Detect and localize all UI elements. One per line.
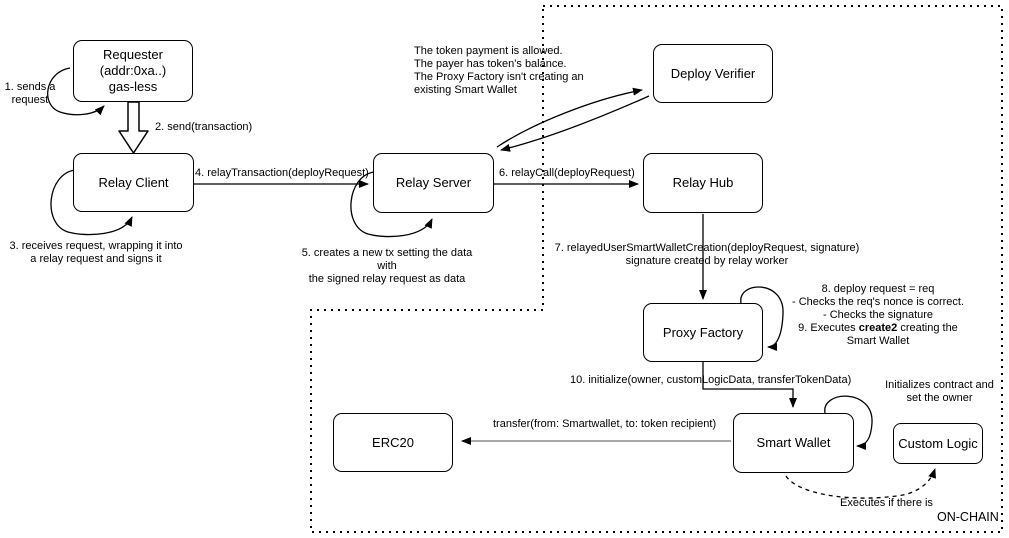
label-initializes-note: Initializes contract and set the owner — [885, 379, 994, 404]
label-step7: 7. relayedUserSmartWalletCreation(deploy… — [554, 242, 860, 267]
step9-prefix: 9. Executes — [798, 322, 859, 334]
node-smart-wallet: Smart Wallet — [733, 413, 854, 473]
arrow-verifier-to-server — [500, 95, 650, 152]
self-loop-relay-client — [50, 169, 133, 236]
label-onchain: ON-CHAIN — [937, 510, 999, 524]
node-requester: Requester (addr:0xa..) gas-less — [73, 40, 193, 102]
step9-suffix: creating the — [897, 322, 958, 334]
label-step2: 2. send(transaction) — [155, 121, 253, 133]
note-line: - Checks the req's nonce is correct. — [791, 296, 965, 308]
self-loop-requester — [47, 67, 105, 116]
node-relay-hub: Relay Hub — [643, 153, 763, 213]
node-proxy-factory: Proxy Factory — [643, 303, 763, 362]
label-step3: 3. receives request, wrapping it into a … — [9, 240, 183, 265]
node-relay-client: Relay Client — [73, 153, 194, 212]
arrow-initialize — [702, 362, 797, 408]
label-step10: 10. initialize(owner, customLogicData, t… — [570, 374, 852, 386]
self-loop-proxy-factory — [740, 286, 784, 351]
self-loop-smart-wallet — [824, 395, 873, 450]
label-step5: 5. creates a new tx setting the data wit… — [301, 247, 473, 285]
arrow-server-to-verifier — [496, 87, 643, 148]
arrow-executes-custom-logic — [785, 468, 936, 499]
onchain-boundary — [310, 5, 1003, 533]
self-loop-relay-server — [350, 171, 433, 238]
note-line: 9. Executes create2 creating the — [772, 322, 984, 335]
note-line: 8. deploy request = req — [821, 283, 935, 295]
node-relay-server: Relay Server — [373, 153, 494, 213]
note-line: Smart Wallet — [846, 335, 910, 347]
label-step6: 6. relayCall(deployRequest) — [499, 167, 635, 179]
step9-create2: create2 — [858, 322, 898, 334]
node-deploy-verifier: Deploy Verifier — [653, 44, 773, 103]
block-arrow-send-transaction — [118, 101, 149, 154]
label-step4: 4. relayTransaction(deployRequest) — [195, 167, 369, 179]
node-erc20: ERC20 — [333, 413, 453, 472]
label-step8-9: 8. deploy request = req - Checks the req… — [772, 283, 984, 348]
label-executes-note: Executes if there is — [840, 497, 933, 509]
node-custom-logic: Custom Logic — [893, 423, 983, 464]
label-verifier-checks: The token payment is allowed. The payer … — [414, 45, 584, 96]
label-step1: 1. sends a request — [4, 81, 56, 106]
label-transfer: transfer(from: Smartwallet, to: token re… — [493, 418, 717, 430]
note-line: - Checks the signature — [822, 309, 934, 321]
